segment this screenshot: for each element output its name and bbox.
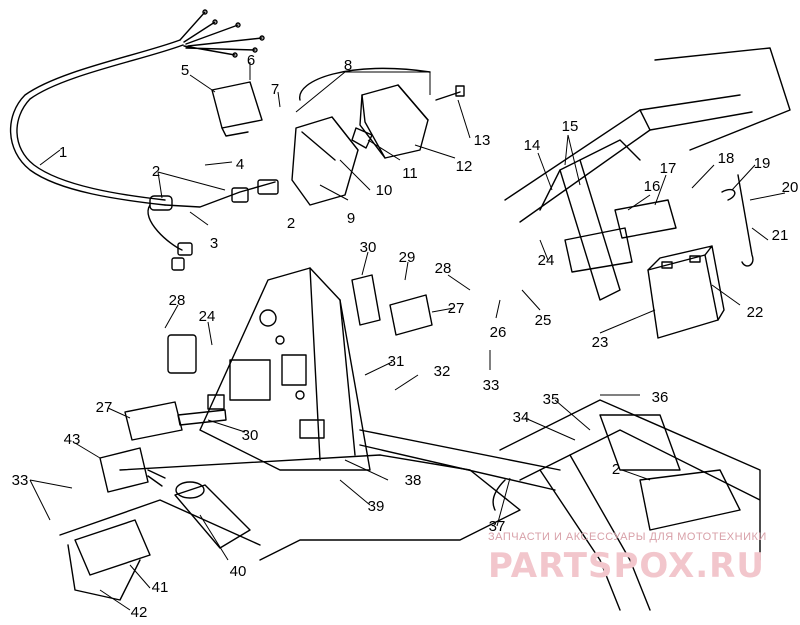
callout-13: 13 — [474, 132, 491, 149]
callout-41: 41 — [152, 579, 169, 596]
callout-10: 10 — [376, 182, 393, 199]
callout-28: 28 — [435, 260, 452, 277]
hitch-tube-40 — [174, 484, 251, 549]
callout-42: 42 — [131, 604, 148, 621]
callout-32: 32 — [434, 363, 451, 380]
callout-29: 29 — [399, 249, 416, 266]
watermark-brand: PARTSPOX.RU — [488, 546, 765, 586]
callout-27-b: 27 — [96, 399, 113, 416]
callout-14: 14 — [524, 137, 541, 154]
watermark-caption: ЗАПЧАСТИ И АКСЕССУАРЫ ДЛЯ МОТОТЕХНИКИ — [488, 531, 767, 543]
callout-24: 24 — [538, 252, 555, 269]
callout-1: 1 — [59, 144, 67, 161]
hitch-42 — [67, 544, 141, 601]
callout-27: 27 — [448, 300, 465, 317]
frame-gusset — [199, 267, 371, 471]
callout-16: 16 — [644, 178, 661, 195]
callout-31: 31 — [388, 353, 405, 370]
battery — [647, 254, 719, 339]
callout-24-b: 24 — [199, 308, 216, 325]
callout-39: 39 — [368, 498, 385, 515]
callout-18: 18 — [718, 150, 735, 167]
callout-5: 5 — [181, 62, 189, 79]
relay-27-lower — [124, 401, 183, 441]
callout-22: 22 — [747, 304, 764, 321]
callout-30: 30 — [360, 239, 377, 256]
frame-rail — [119, 454, 521, 561]
callout-2-c: 2 — [612, 461, 620, 478]
callout-40: 40 — [230, 563, 247, 580]
callout-11: 11 — [402, 165, 418, 182]
mount-plate — [211, 81, 263, 129]
callout-2-b: 2 — [287, 215, 295, 232]
hitch-receiver-41 — [74, 519, 151, 576]
callout-33: 33 — [483, 377, 500, 394]
bracket-30-upper — [351, 274, 381, 326]
callout-8: 8 — [344, 57, 352, 74]
callout-4: 4 — [236, 156, 244, 173]
callout-36: 36 — [652, 389, 669, 406]
callout-17: 17 — [660, 160, 677, 177]
callout-23: 23 — [592, 334, 609, 351]
callout-30-b: 30 — [242, 427, 259, 444]
callout-33-b: 33 — [12, 472, 29, 489]
battery-tray — [564, 227, 633, 273]
callout-21: 21 — [772, 227, 789, 244]
callout-20: 20 — [782, 179, 799, 196]
callout-25: 25 — [535, 312, 552, 329]
callout-26: 26 — [490, 324, 507, 341]
wiring-harness — [9, 39, 181, 206]
callout-12: 12 — [456, 158, 473, 175]
callout-35: 35 — [543, 391, 560, 408]
relay-27-upper — [389, 294, 433, 336]
taillight-lens — [359, 84, 429, 159]
callout-2: 2 — [152, 163, 160, 180]
callout-28-b: 28 — [169, 292, 186, 309]
bracket-30-lower — [177, 409, 227, 426]
callout-34: 34 — [513, 409, 530, 426]
callout-15: 15 — [562, 118, 579, 135]
callout-9: 9 — [347, 210, 355, 227]
battery-cover — [614, 199, 677, 239]
callout-3: 3 — [210, 235, 218, 252]
regulator-43 — [99, 447, 149, 493]
taillight-bracket — [291, 116, 359, 206]
callout-6: 6 — [247, 52, 255, 69]
callout-43: 43 — [64, 431, 81, 448]
callout-38: 38 — [405, 472, 422, 489]
callout-7: 7 — [271, 81, 279, 98]
callout-37: 37 — [489, 518, 506, 535]
callout-19: 19 — [754, 155, 771, 172]
lower-frame — [499, 399, 761, 561]
